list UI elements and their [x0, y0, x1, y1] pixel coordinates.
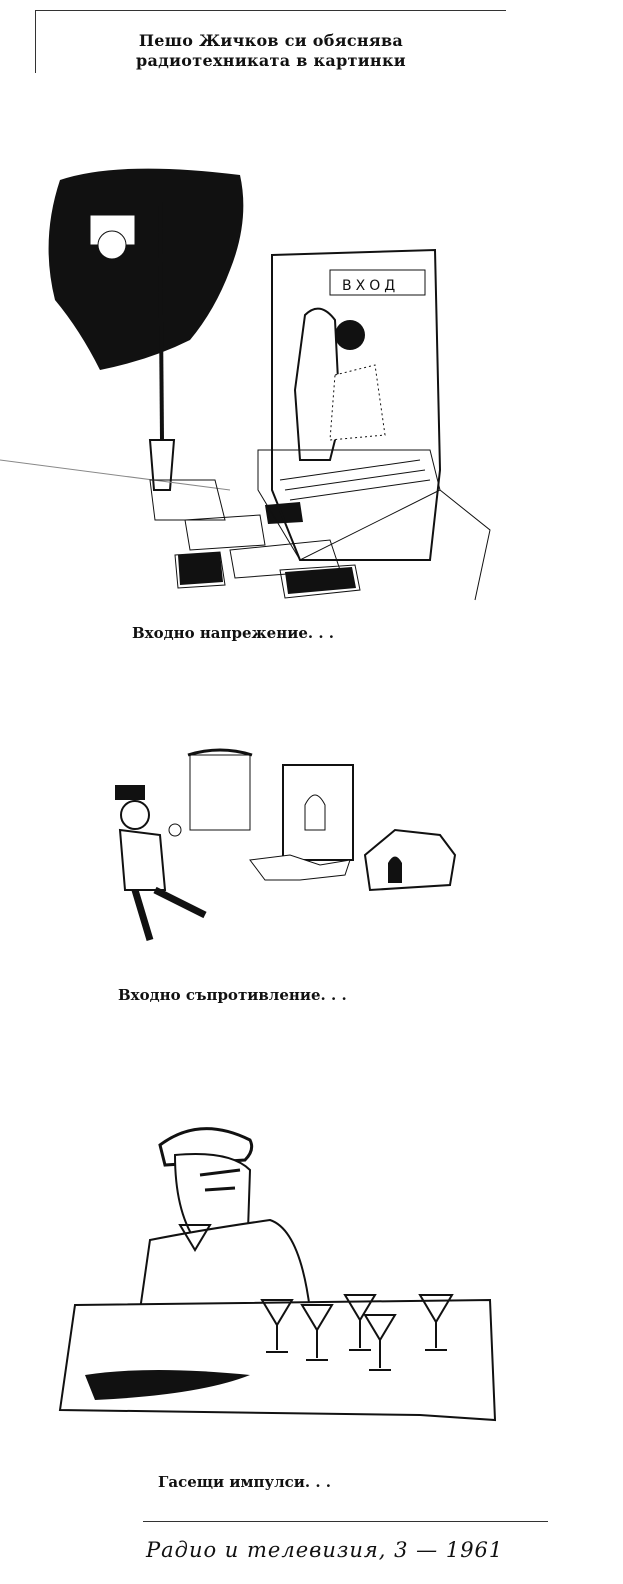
couple	[293, 307, 342, 461]
lamp-post	[158, 199, 164, 441]
footer-divider	[143, 1521, 548, 1522]
cartoon-input-voltage: ВХОД	[0, 168, 491, 601]
page-title: Пешо Жичков си обяснява радиотехниката в…	[36, 31, 506, 71]
cartoon-damping-pulses	[58, 1127, 497, 1422]
window	[189, 754, 251, 831]
doghouse	[363, 828, 457, 892]
house-door	[282, 764, 354, 861]
title-line-2: радиотехниката в картинки	[136, 51, 406, 70]
man-head	[120, 800, 150, 830]
caption-3: Гасещи импулси. . .	[158, 1473, 332, 1491]
man-body	[138, 1218, 312, 1311]
glasses	[178, 1224, 454, 1371]
publication-footer: Радио и телевизия, 3 — 1961	[146, 1538, 504, 1562]
doorway	[271, 248, 442, 561]
table	[58, 1298, 497, 1422]
cartoon-input-resistance	[115, 748, 457, 942]
night-sky-blob	[48, 168, 244, 370]
entrance-sign: ВХОД	[342, 278, 399, 294]
dog	[249, 854, 351, 881]
caption-1: Входно напрежение. . .	[132, 624, 334, 642]
paving-stones	[174, 514, 361, 599]
man-body	[118, 828, 167, 891]
title-box: Пешо Жичков си обяснява радиотехниката в…	[35, 10, 506, 73]
title-line-1: Пешо Жичков си обяснява	[138, 31, 404, 50]
caption-2: Входно съпротивление. . .	[118, 986, 347, 1004]
